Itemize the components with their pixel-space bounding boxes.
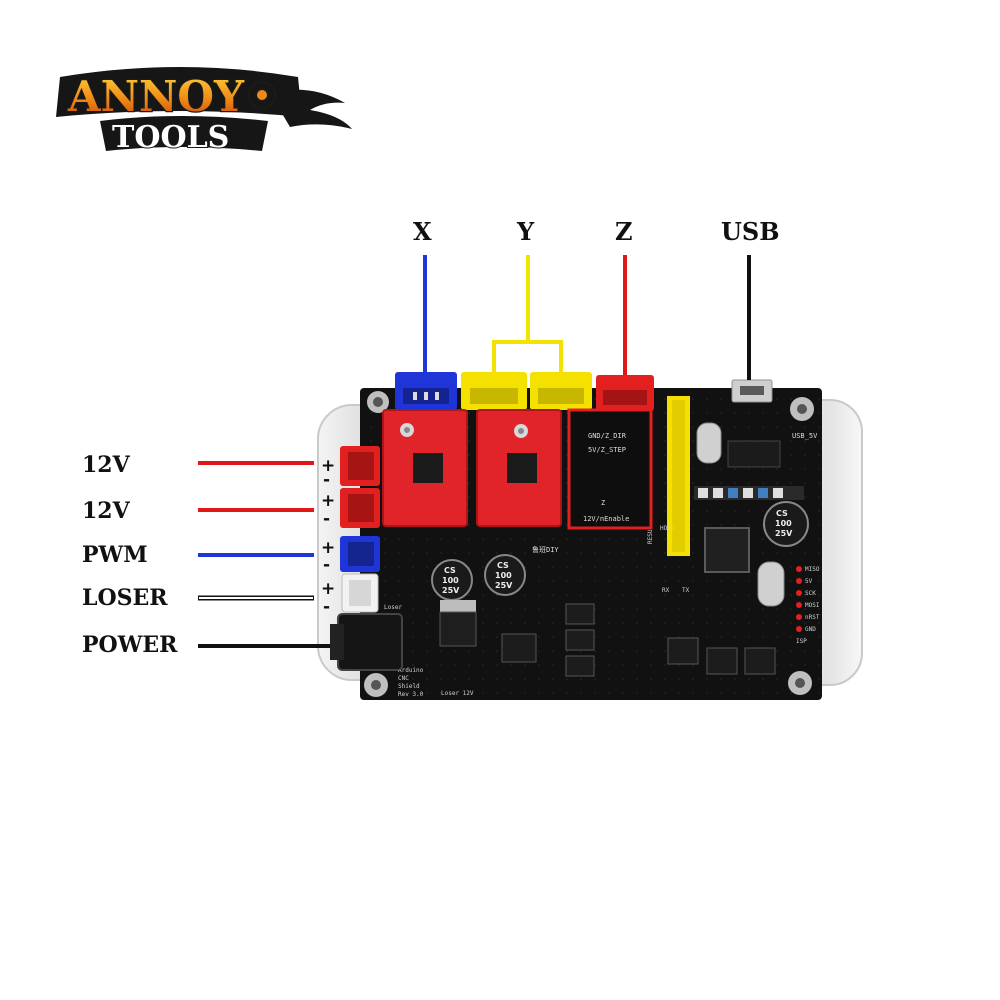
svg-text:GND: GND: [805, 626, 816, 633]
yellow-pin-header: [667, 396, 690, 556]
svg-text:5V: 5V: [805, 578, 813, 585]
mounting-hole-top-left: [367, 391, 389, 413]
plus-sign-3: +: [321, 538, 335, 558]
smd-component-strip: [694, 486, 804, 500]
silk-rev-2: CNC: [398, 675, 409, 682]
silk-rx: RX: [662, 587, 670, 594]
mosfet-3: [744, 647, 776, 675]
logo-target-icon: [247, 80, 277, 110]
driver-chip-4: [501, 633, 537, 663]
label-power: POWER: [82, 632, 178, 658]
silk-loser: Loser: [384, 604, 402, 611]
silk-z: Z: [601, 499, 605, 507]
silk-hold: HOLD: [660, 525, 675, 532]
connector-x-blue: [395, 372, 457, 410]
voltage-regulator: [439, 600, 477, 647]
usb-port: [731, 379, 773, 403]
usb-chip: [727, 440, 781, 468]
mounting-hole-bottom-left: [364, 673, 388, 697]
silk-rev-1: Arduino: [398, 667, 424, 674]
svg-text:100: 100: [495, 571, 512, 580]
connector-y2-yellow: [530, 372, 592, 410]
crystal-top: [696, 422, 722, 464]
svg-text:CS: CS: [776, 509, 788, 518]
capacitor-middle: CS 100 25V: [484, 554, 526, 596]
connector-loser: [341, 573, 379, 613]
driver-chip-3: [565, 655, 595, 677]
connector-y1-yellow: [461, 372, 527, 410]
silk-enable: 12V/nEnable: [583, 515, 629, 523]
svg-text:CS: CS: [444, 566, 456, 575]
stepper-driver-x: [382, 409, 468, 527]
silk-step: 5V/Z_STEP: [588, 446, 626, 454]
silk-gnd-dir: GND/Z_DIR: [588, 432, 627, 440]
isp-pin-column: [796, 566, 802, 632]
svg-text:ISP: ISP: [796, 638, 807, 645]
label-12v-1: 12V: [82, 452, 131, 478]
svg-text:CS: CS: [497, 561, 509, 570]
svg-text:MOSI: MOSI: [805, 602, 820, 609]
svg-text:nRST: nRST: [805, 614, 820, 621]
svg-text:MISO: MISO: [805, 566, 820, 573]
label-loser: LOSER: [82, 585, 168, 611]
wire-y: [492, 255, 563, 372]
minus-sign-1: -: [323, 470, 330, 490]
capacitor-left: CS 100 25V: [431, 559, 473, 601]
logo-tools-text: TOOLS: [112, 120, 229, 155]
connector-z-red: [596, 375, 654, 411]
annoy-tools-logo: ANNOY TOOLS: [56, 67, 352, 155]
silk-tx: TX: [682, 587, 690, 594]
stepper-driver-y: [476, 409, 562, 527]
silk-brand: 鲁班DIY: [532, 545, 559, 554]
connector-12v-2: [340, 488, 380, 528]
svg-text:25V: 25V: [775, 529, 793, 538]
driver-chip-1: [565, 603, 595, 625]
svg-text:100: 100: [775, 519, 792, 528]
silk-rev-4: Rev 3.0: [398, 691, 424, 698]
driver-chip-2: [565, 629, 595, 651]
label-pwm: PWM: [82, 542, 148, 568]
logo-annoy-text: ANNOY: [67, 72, 245, 121]
minus-sign-4: -: [323, 597, 330, 617]
mosfet-2: [706, 647, 738, 675]
stepper-slot-z: GND/Z_DIR 5V/Z_STEP Z 12V/nEnable: [567, 408, 653, 530]
microcontroller-chip: [704, 527, 750, 573]
crystal-bottom: [757, 561, 785, 607]
svg-text:SCK: SCK: [805, 590, 816, 597]
silk-usb5v: USB_5V: [792, 432, 818, 440]
label-z: Z: [615, 217, 633, 246]
capacitor-right: CS 100 25V: [763, 501, 809, 547]
svg-text:25V: 25V: [495, 581, 513, 590]
dc-power-jack: [330, 613, 403, 671]
plus-sign-2: +: [321, 491, 335, 511]
silk-resume: RESU: [647, 529, 654, 544]
label-x: X: [413, 217, 432, 246]
silk-loser12v: Loser 12V: [441, 690, 474, 697]
label-12v-2: 12V: [82, 498, 131, 524]
connector-12v-1: [340, 446, 380, 486]
label-usb: USB: [721, 217, 780, 246]
label-y: Y: [516, 217, 535, 246]
mounting-hole-bottom-right: [788, 671, 812, 695]
plus-sign-1: +: [321, 456, 335, 476]
plus-sign-4: +: [321, 579, 335, 599]
svg-text:100: 100: [442, 576, 459, 585]
connector-pwm: [340, 536, 380, 572]
minus-sign-2: -: [323, 509, 330, 529]
mounting-hole-top-right: [790, 397, 814, 421]
isp-pin-labels: MISO 5V SCK MOSI nRST GND ISP: [796, 566, 820, 645]
mosfet-1: [667, 637, 699, 665]
minus-sign-3: -: [323, 555, 330, 575]
svg-text:25V: 25V: [442, 586, 460, 595]
silk-rev-3: Shield: [398, 683, 420, 690]
